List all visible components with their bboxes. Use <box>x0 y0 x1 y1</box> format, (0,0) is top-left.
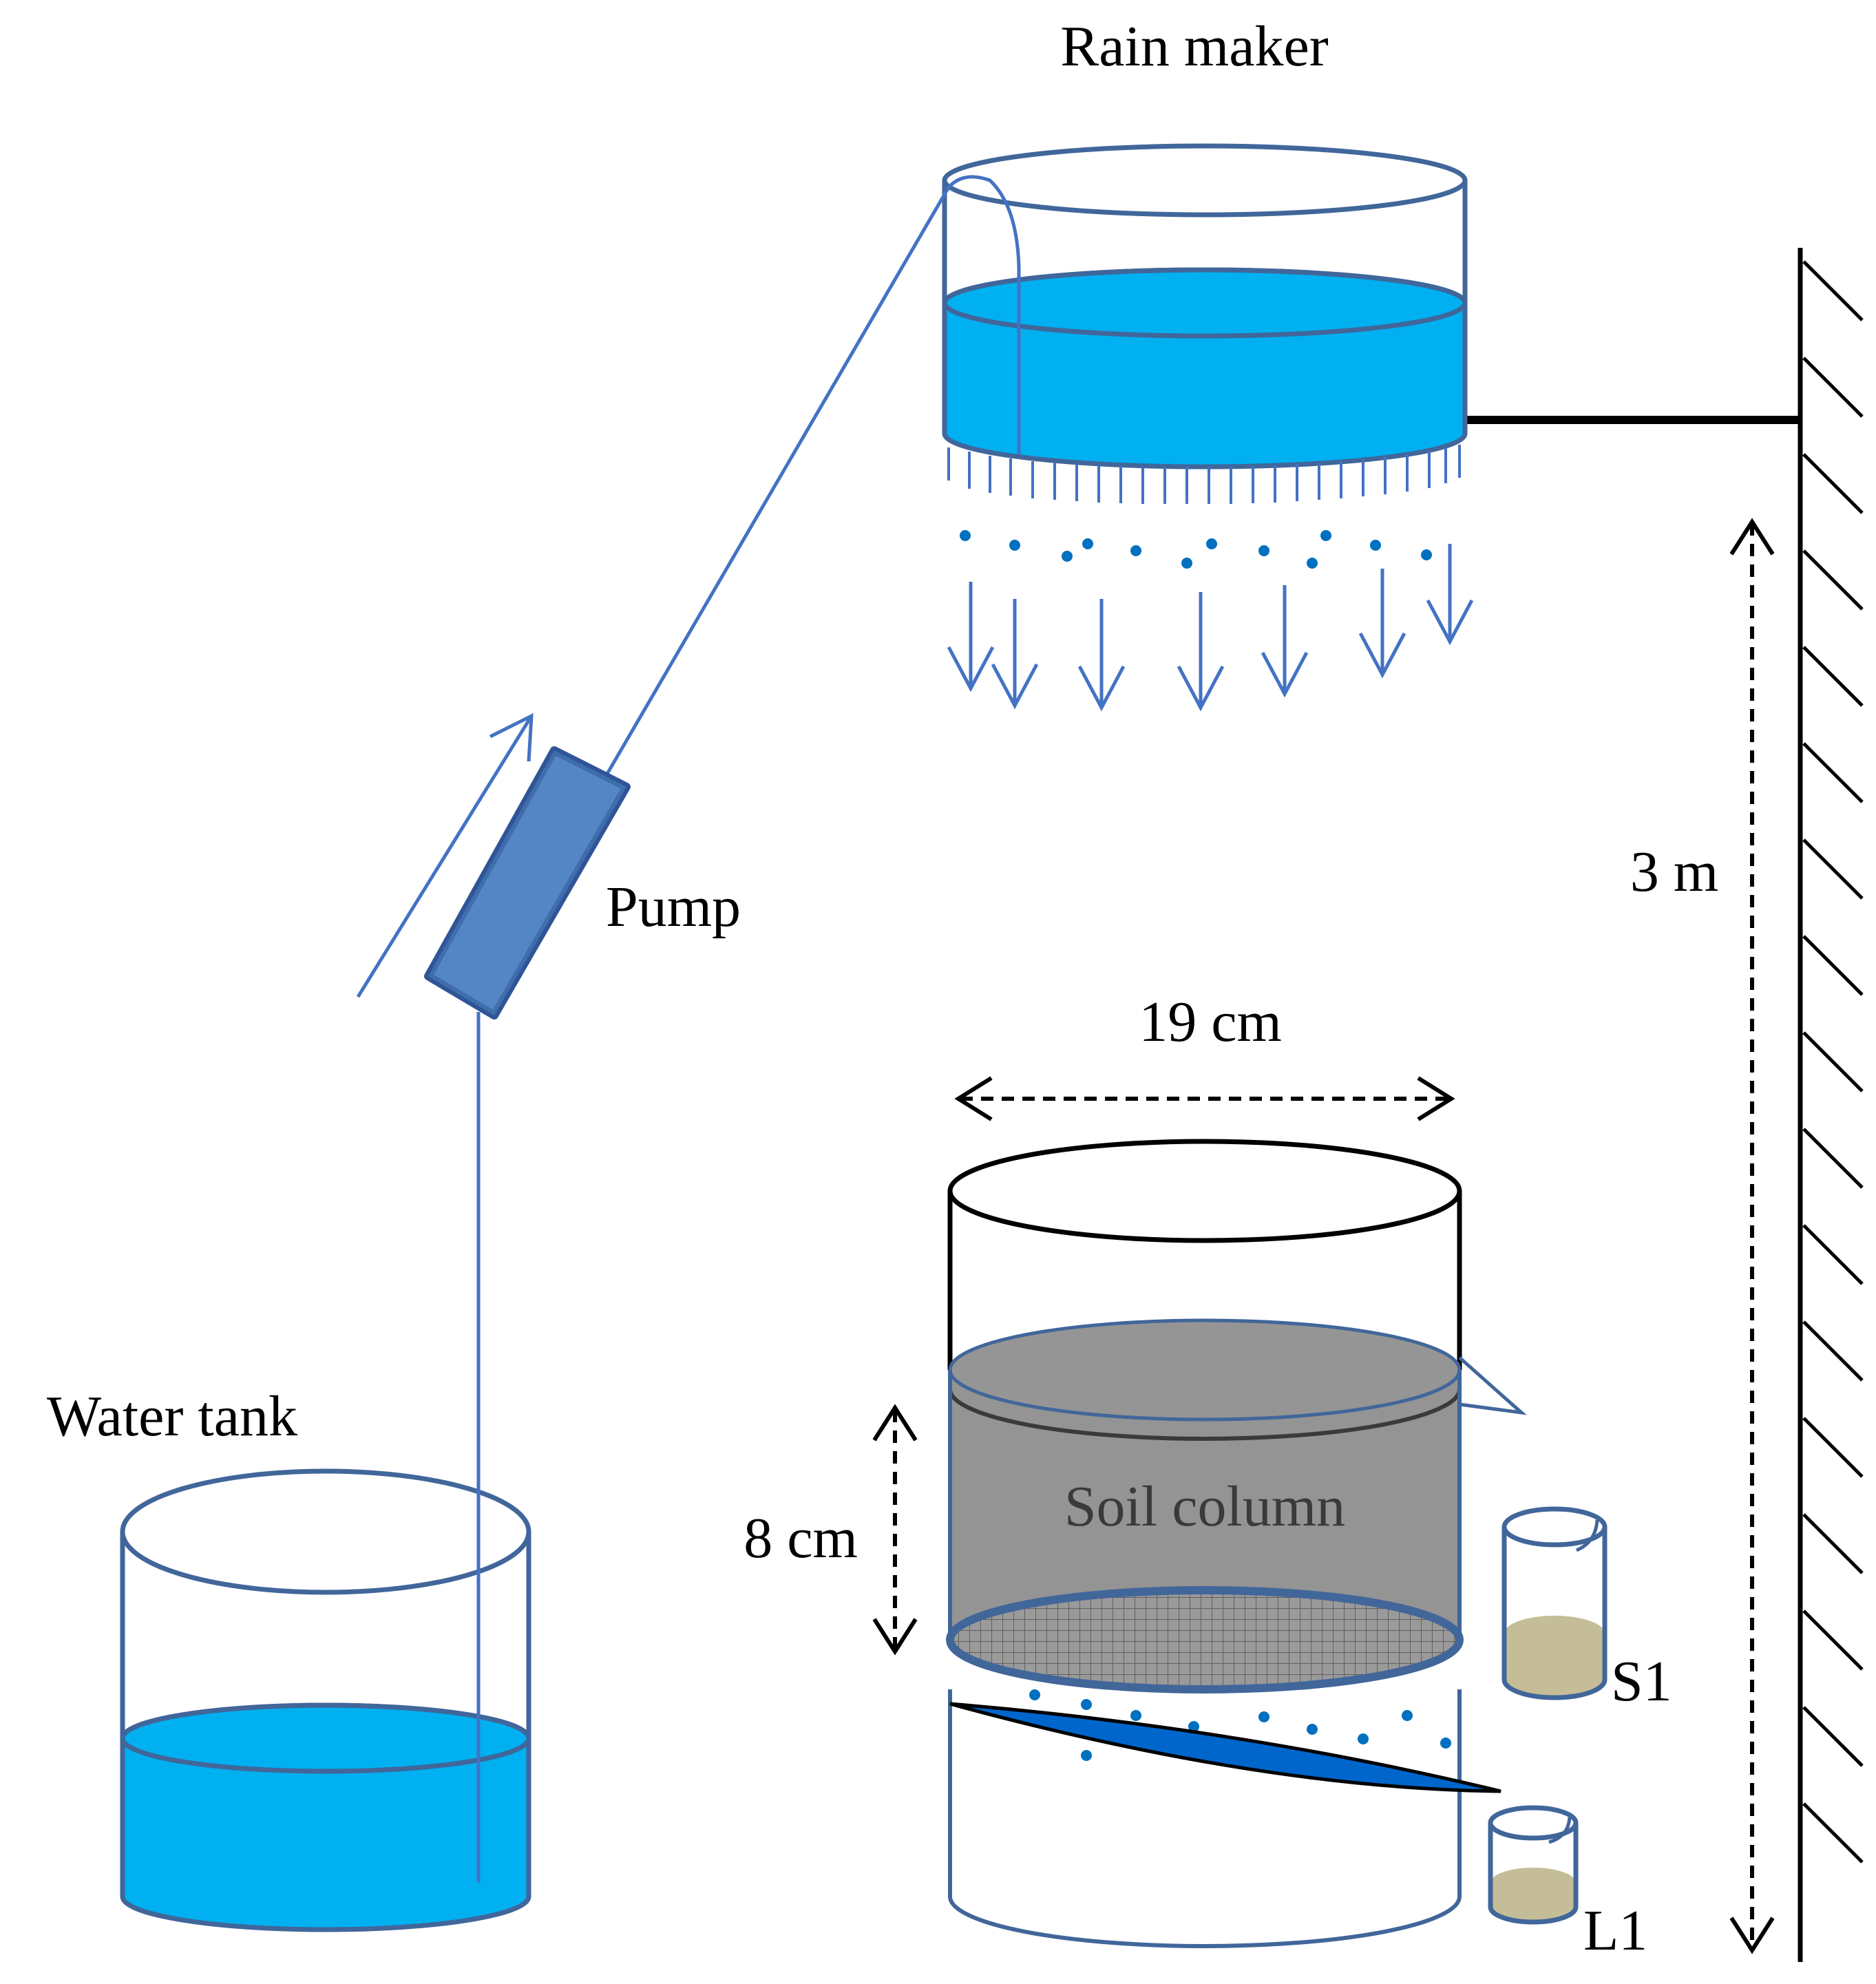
soil-top-surface <box>948 1318 1462 1422</box>
wall <box>1798 248 1864 1962</box>
soil-column-apparatus <box>946 1139 1527 1948</box>
sample-cup-l1 <box>1488 1805 1579 1925</box>
l1-label: L1 <box>1583 1899 1647 1963</box>
soil-column-label: Soil column <box>1064 1475 1345 1539</box>
width-label: 19 cm <box>1139 990 1282 1054</box>
rain-maker-nozzles <box>947 445 1461 504</box>
dimension-depth <box>872 1404 918 1656</box>
leachate-drops <box>1029 1689 1451 1761</box>
rain-maker-label: Rain maker <box>1060 14 1329 78</box>
height-label: 3 m <box>1630 840 1718 904</box>
s1-label: S1 <box>1611 1649 1672 1713</box>
dimension-height <box>1729 518 1775 1954</box>
depth-label: 8 cm <box>744 1506 858 1570</box>
rain-maker-rim <box>942 143 1468 218</box>
rain-maker <box>942 143 1474 712</box>
runoff-spout <box>1458 1356 1527 1415</box>
column-lower-body <box>948 1689 1462 1948</box>
pump-label: Pump <box>606 875 741 939</box>
water-tank <box>120 1468 531 1932</box>
water-tank-water <box>120 1702 531 1932</box>
rain-arrows <box>947 544 1474 712</box>
sieve-mesh <box>946 1586 1464 1693</box>
rain-maker-water <box>942 267 1468 469</box>
wall-hatching <box>1802 260 1864 1864</box>
water-tank-rim <box>120 1468 531 1595</box>
hose <box>476 175 1021 1883</box>
dimension-width <box>954 1076 1455 1121</box>
sample-cup-s1 <box>1501 1506 1608 1700</box>
flow-direction-arrow <box>356 713 534 998</box>
water-tank-label: Water tank <box>47 1384 297 1448</box>
column-top-rim <box>947 1139 1462 1243</box>
leachate-tray <box>949 1702 1501 1793</box>
pump-icon <box>424 746 631 1020</box>
rain-drops <box>960 530 1432 569</box>
